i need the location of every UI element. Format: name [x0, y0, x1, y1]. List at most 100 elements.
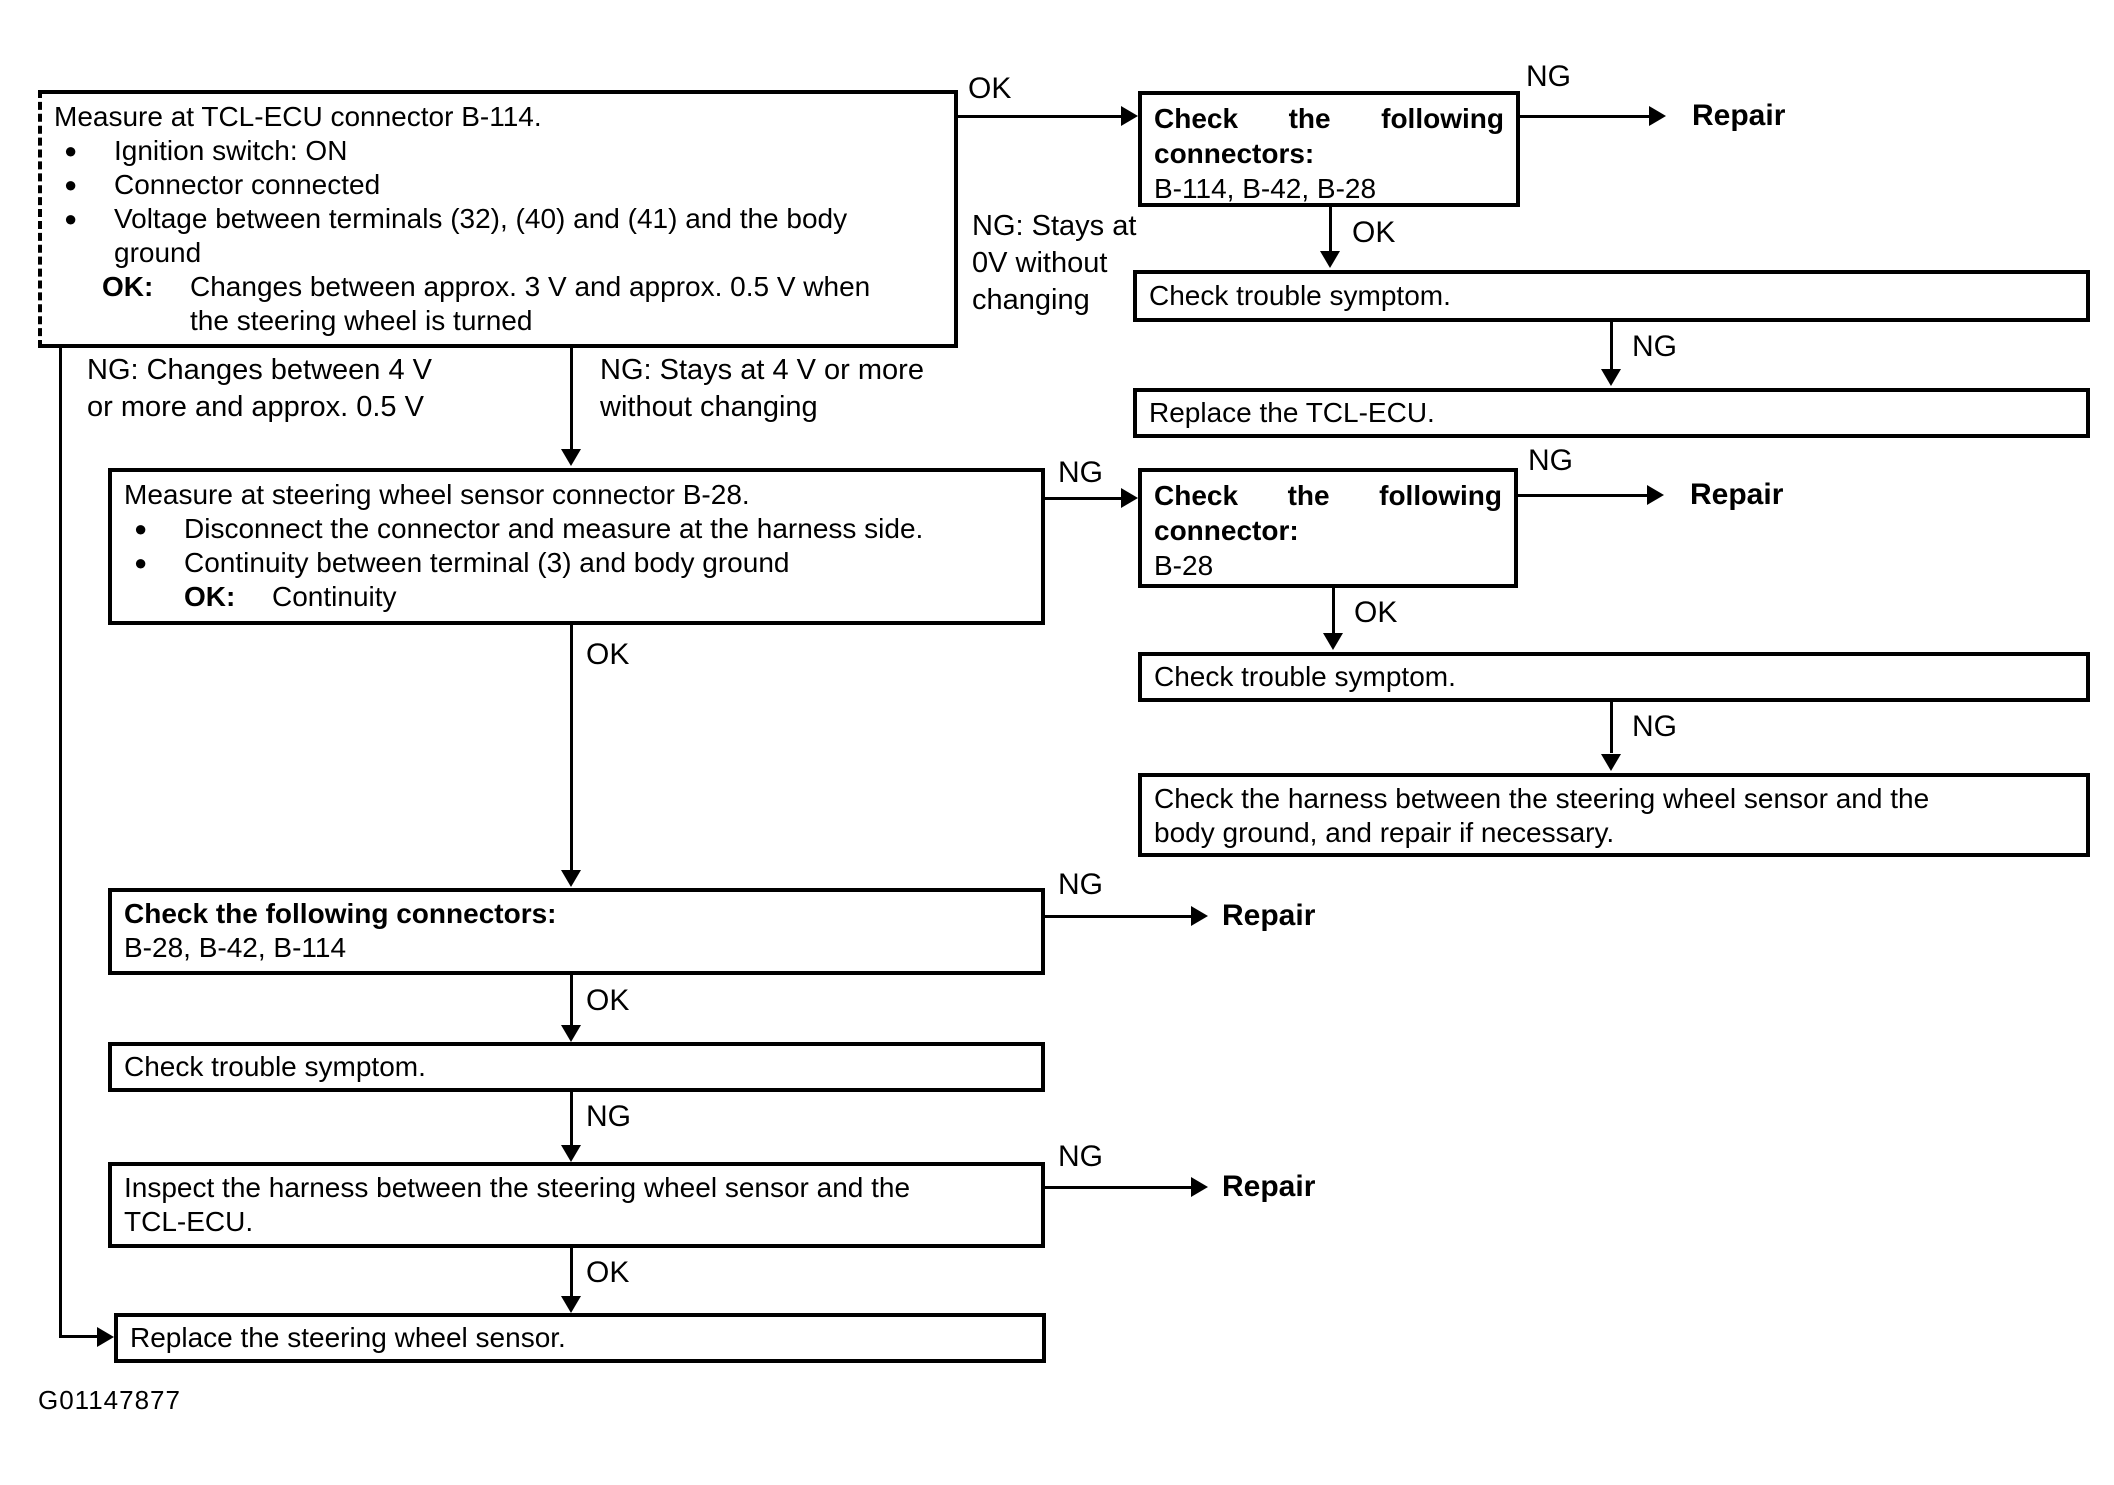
bullet-row: ● Voltage between terminals (32), (40) a… [54, 202, 942, 270]
flow-line [1610, 702, 1613, 753]
arrow-down-icon [1320, 251, 1340, 268]
edge-label-ng: NG [1526, 60, 1571, 93]
edge-label-ok: OK [1352, 216, 1396, 249]
arrow-down-icon [561, 870, 581, 887]
branch-label-line: without changing [600, 391, 818, 423]
box-text: Check trouble symptom. [1149, 280, 1451, 311]
flow-line [1610, 322, 1613, 370]
process-box-check-connector-b28: Check the following connector: B-28 [1138, 468, 1518, 588]
flow-line [958, 115, 1122, 118]
bullet-text: Connector connected [114, 169, 381, 200]
arrow-right-icon [1649, 106, 1666, 126]
process-box-measure-sensor: Measure at steering wheel sensor connect… [108, 468, 1045, 625]
box-title: Measure at TCL-ECU connector B-114. [54, 101, 542, 132]
process-box-replace-sensor: Replace the steering wheel sensor. [114, 1313, 1046, 1363]
process-box-inspect-harness: Inspect the harness between the steering… [108, 1162, 1045, 1248]
branch-label-ng-changes: NG: Changes between 4 V or more and appr… [87, 352, 432, 426]
box-text: Check trouble symptom. [124, 1051, 426, 1082]
arrow-right-icon [1191, 906, 1208, 926]
arrow-down-icon [1601, 369, 1621, 386]
bullet-row: ● Connector connected [54, 168, 942, 202]
bullet-icon: ● [64, 206, 78, 231]
ok-condition-row: OK: Continuity [184, 580, 1029, 614]
arrow-down-icon [1601, 754, 1621, 771]
flow-line [1045, 915, 1192, 918]
arrow-right-icon [1191, 1177, 1208, 1197]
flow-line [570, 348, 573, 450]
box-text: Replace the steering wheel sensor. [130, 1322, 566, 1353]
flow-line [1332, 588, 1335, 634]
box-title: Check the following connectors: [124, 898, 557, 929]
bullet-icon: ● [64, 172, 78, 197]
arrow-right-icon [97, 1327, 114, 1347]
box-title: Measure at steering wheel sensor connect… [124, 479, 750, 510]
bullet-row: ● Disconnect the connector and measure a… [124, 512, 1029, 546]
box-text: Replace the TCL-ECU. [1149, 397, 1435, 428]
flow-line [570, 625, 573, 871]
flow-line [570, 1092, 573, 1145]
ok-text-line: Changes between approx. 3 V and approx. … [190, 271, 871, 302]
flow-line [1518, 494, 1648, 497]
box-title: Check the following connector: [1154, 480, 1502, 546]
edge-label-ok: OK [586, 984, 630, 1017]
arrow-down-icon [561, 1025, 581, 1042]
ok-condition-row: OK: Changes between approx. 3 V and appr… [102, 270, 942, 338]
branch-label-line: 0V without [972, 247, 1108, 279]
arrow-down-icon [561, 449, 581, 466]
flow-line [1045, 497, 1122, 500]
bullet-icon: ● [64, 138, 78, 163]
ok-condition-text: Changes between approx. 3 V and approx. … [190, 270, 942, 338]
arrow-right-icon [1647, 485, 1664, 505]
box-text-line: TCL-ECU. [124, 1206, 254, 1237]
flow-line [570, 975, 573, 1025]
branch-label-ng-stays-0v: NG: Stays at 0V without changing [972, 208, 1136, 319]
connector-list: B-114, B-42, B-28 [1154, 173, 1377, 204]
repair-label: Repair [1692, 99, 1786, 132]
bullet-text: Ignition switch: ON [114, 135, 348, 166]
branch-label-ng-stays-4v: NG: Stays at 4 V or more without changin… [600, 352, 924, 426]
edge-label-ng: NG [586, 1100, 631, 1133]
process-box-check-harness-ground: Check the harness between the steering w… [1138, 773, 2090, 857]
branch-label-line: NG: Stays at [972, 210, 1137, 242]
process-box-replace-tcl-ecu: Replace the TCL-ECU. [1133, 388, 2090, 438]
ok-text-line: the steering wheel is turned [190, 305, 533, 336]
flow-line [1045, 1186, 1192, 1189]
bullet-text: Disconnect the connector and measure at … [184, 513, 924, 544]
edge-label-ng: NG [1528, 444, 1573, 477]
bullet-text-line: ground [114, 237, 202, 268]
branch-label-line: or more and approx. 0.5 V [87, 391, 424, 423]
arrow-down-icon [561, 1145, 581, 1162]
edge-label-ng: NG [1632, 710, 1677, 743]
branch-label-line: changing [972, 284, 1090, 316]
edge-label-ok: OK [586, 638, 630, 671]
edge-label-ok: OK [1354, 596, 1398, 629]
arrow-right-icon [1121, 488, 1138, 508]
arrow-down-icon [1323, 633, 1343, 650]
repair-label: Repair [1222, 1170, 1316, 1203]
flow-line [59, 348, 62, 1337]
edge-label-ng: NG [1058, 1140, 1103, 1173]
box-text-line: body ground, and repair if necessary. [1154, 817, 1615, 848]
branch-label-line: NG: Changes between 4 V [87, 354, 432, 386]
flow-line [1329, 207, 1332, 253]
box-title: Check the following connectors: [1154, 103, 1504, 169]
ok-condition-label: OK: [184, 581, 236, 612]
box-text-line: Inspect the harness between the steering… [124, 1172, 911, 1203]
flow-line [59, 1335, 98, 1338]
branch-label-line: NG: Stays at 4 V or more [600, 354, 924, 386]
bullet-text-line: Voltage between terminals (32), (40) and… [114, 203, 848, 234]
ok-condition-label: OK: [102, 271, 154, 302]
edge-label-ng: NG [1058, 868, 1103, 901]
bullet-icon: ● [134, 516, 148, 541]
connector-list: B-28 [1154, 550, 1214, 581]
edge-label-ng: NG [1058, 456, 1103, 489]
connector-list: B-28, B-42, B-114 [124, 932, 347, 963]
edge-label-ng: NG [1632, 330, 1677, 363]
box-text-line: Check the harness between the steering w… [1154, 783, 1930, 814]
process-box-check-symptom-right1: Check trouble symptom. [1133, 270, 2090, 322]
edge-label-ok: OK [586, 1256, 630, 1289]
process-box-measure-tcl-ecu: Measure at TCL-ECU connector B-114. ● Ig… [38, 90, 958, 348]
process-box-check-symptom-left: Check trouble symptom. [108, 1042, 1045, 1092]
arrow-down-icon [561, 1296, 581, 1313]
repair-label: Repair [1222, 899, 1316, 932]
